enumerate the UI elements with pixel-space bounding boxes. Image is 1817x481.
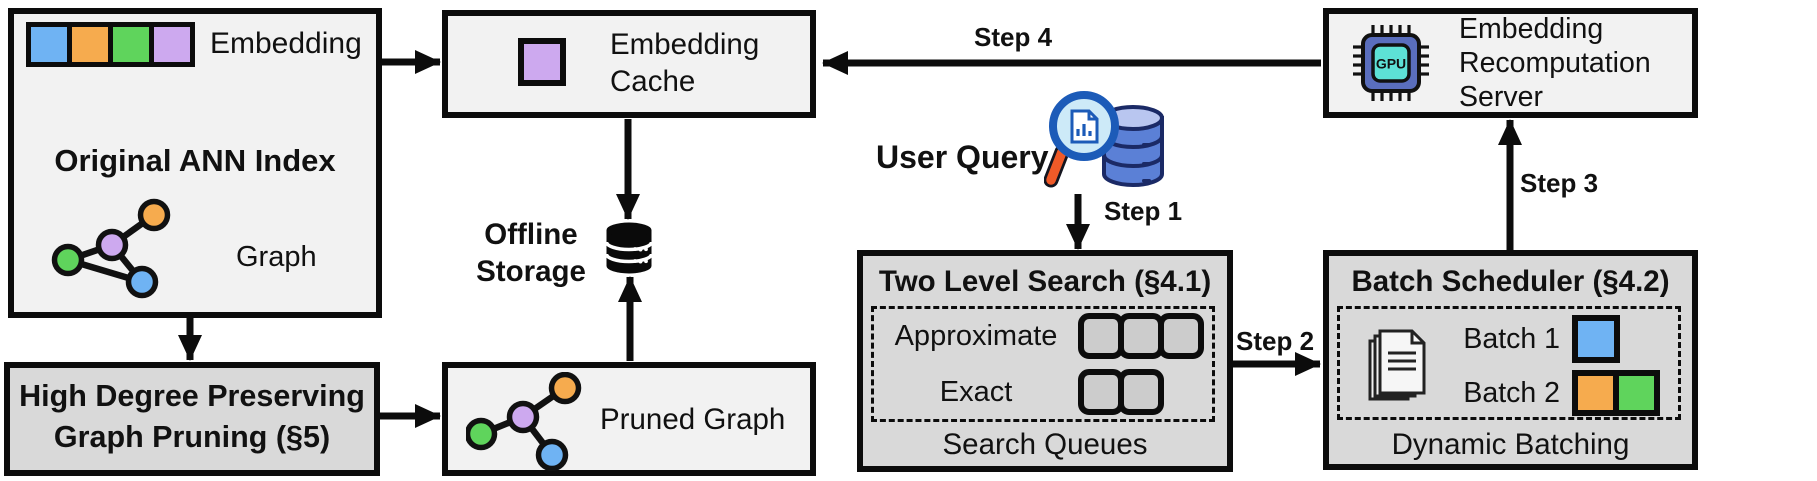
gpu-chip-icon: GPU: [1353, 25, 1429, 101]
pruned-graph-label: Pruned Graph: [600, 403, 786, 436]
batch1-cell-blue: [1572, 315, 1620, 363]
exact-queue-slots: [1078, 369, 1164, 415]
pruning-title-line1: High Degree Preserving: [19, 379, 365, 413]
queue-slot: [1118, 369, 1164, 415]
embedding-cell-purple: [149, 22, 195, 67]
offline-storage-label: Offline Storage: [476, 218, 586, 288]
batch2-cell-green: [1613, 370, 1660, 416]
original-ann-index-box: Embedding Original ANN Index Graph: [8, 8, 382, 318]
step3-label: Step 3: [1520, 168, 1599, 198]
embedding-label: Embedding: [210, 27, 362, 60]
query-search-icon: [1044, 91, 1164, 188]
search-queues-panel: Approximate Exact: [871, 306, 1215, 422]
step2-label: Step 2: [1236, 326, 1315, 356]
approximate-queue-row: Approximate: [878, 313, 1204, 359]
batch2-row: Batch 2: [1440, 367, 1660, 419]
two-level-search-box: Two Level Search (§4.1) Approximate Exac…: [857, 250, 1233, 472]
original-ann-title: Original ANN Index: [54, 143, 336, 178]
batch1-row: Batch 1: [1440, 313, 1620, 365]
queue-slot: [1158, 313, 1204, 359]
embedding-cell-blue: [26, 22, 72, 67]
gpu-chip-label: GPU: [1376, 56, 1406, 72]
approximate-queue-slots: [1078, 313, 1204, 359]
embedding-cell-orange: [67, 22, 113, 67]
embedding-cache-box: Embedding Cache: [442, 10, 816, 118]
embedding-vector-icon: [26, 22, 195, 67]
batch2-label: Batch 2: [1463, 376, 1560, 409]
two-level-search-title: Two Level Search (§4.1): [878, 265, 1212, 298]
batch2-cell-orange: [1572, 370, 1619, 416]
batch1-label: Batch 1: [1463, 322, 1560, 355]
step1-label: Step 1: [1104, 196, 1183, 226]
step4-label: Step 4: [974, 22, 1053, 52]
graph-pruning-box: High Degree Preserving Graph Pruning (§5…: [4, 362, 380, 476]
dynamic-batching-caption: Dynamic Batching: [1391, 428, 1630, 461]
batch-scheduler-title: Batch Scheduler (§4.2): [1351, 265, 1670, 298]
database-icon: [604, 222, 654, 274]
search-queues-caption: Search Queues: [942, 428, 1148, 461]
embedding-cell-green: [108, 22, 154, 67]
pruned-graph-icon: [466, 372, 582, 472]
pruning-title-line2: Graph Pruning (§5): [53, 420, 331, 454]
recomputation-server-box: GPU Embedding Recomputation Server: [1323, 8, 1698, 118]
documents-icon: [1368, 329, 1426, 401]
batch2-squares: [1572, 370, 1660, 416]
approximate-label: Approximate: [894, 319, 1058, 352]
exact-label: Exact: [939, 375, 1013, 408]
batch1-squares: [1572, 315, 1620, 363]
exact-queue-row: Exact: [878, 369, 1164, 415]
recomputation-server-label: Embedding Recomputation Server: [1459, 13, 1651, 113]
cached-embedding-square: [518, 38, 566, 86]
user-query-label: User Query: [876, 139, 1049, 175]
graph-label: Graph: [236, 241, 317, 273]
dynamic-batching-panel: Batch 1 Batch 2: [1337, 306, 1681, 420]
batch-scheduler-box: Batch Scheduler (§4.2) Batch 1: [1323, 250, 1698, 470]
graph-icon: [51, 198, 171, 299]
embedding-cache-label: Embedding Cache: [610, 28, 760, 98]
pruned-graph-box: Pruned Graph: [442, 362, 816, 476]
